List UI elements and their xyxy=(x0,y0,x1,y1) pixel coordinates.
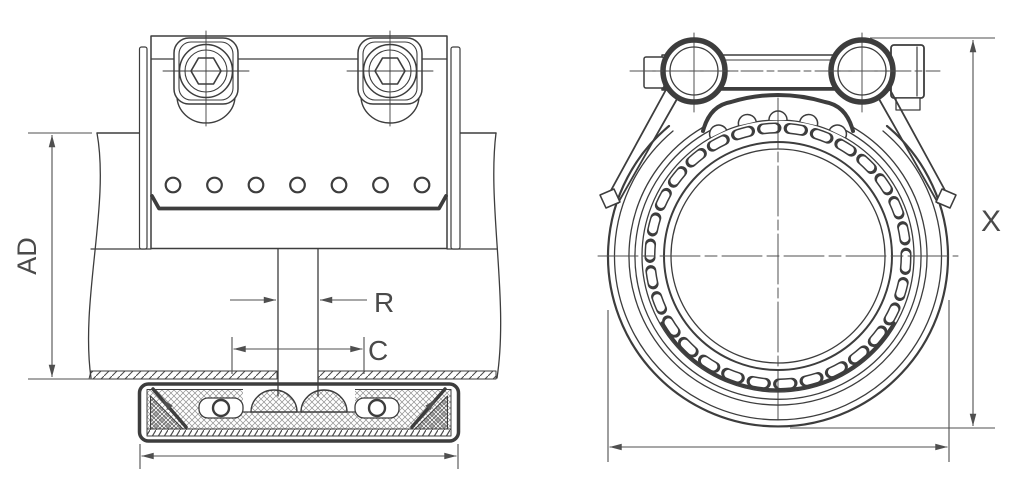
tension-straps xyxy=(599,85,957,209)
label-x: X xyxy=(981,205,1001,238)
dimension-ad xyxy=(28,132,92,380)
band-edge-right xyxy=(450,46,461,250)
lip-direction-arrow-right xyxy=(423,398,437,413)
side-section-view xyxy=(87,30,502,443)
label-r: R xyxy=(374,287,394,318)
anchor-ring-left xyxy=(211,398,231,418)
dimension-overall-width-left xyxy=(139,444,459,469)
dimension-x xyxy=(790,37,995,429)
saddle-plate xyxy=(701,92,855,133)
bolt-section-left xyxy=(649,32,739,113)
rubber-hump-left xyxy=(250,389,298,413)
end-view xyxy=(597,32,959,428)
dimensions-left-view xyxy=(28,132,459,469)
bolt-left xyxy=(162,30,250,127)
gasket-casing-section xyxy=(137,382,461,443)
outer-band xyxy=(606,124,950,428)
housing-holes xyxy=(164,176,431,194)
rubber-hump-right xyxy=(300,389,348,413)
anchor-ring-right xyxy=(367,398,387,418)
band-edge-left xyxy=(138,46,148,250)
pipe-end-gap xyxy=(277,248,319,397)
casing-band-hatch xyxy=(146,428,452,437)
gasket-bumps xyxy=(708,110,848,139)
bolt-right xyxy=(346,30,434,127)
dimension-overall-width-right xyxy=(607,300,950,462)
pipe-wall-section-right xyxy=(317,370,497,380)
housing-bottom-edge xyxy=(150,194,448,211)
label-c: C xyxy=(368,335,388,366)
strap-tab-left xyxy=(599,188,621,209)
centerlines xyxy=(597,70,959,421)
dimensions-right-view xyxy=(607,37,995,462)
label-ad: AD xyxy=(12,237,42,275)
pipe-wall-section-left xyxy=(88,370,278,380)
dimension-c xyxy=(231,337,365,374)
lip-direction-arrow-left xyxy=(161,398,175,413)
strap-tab-right xyxy=(935,188,957,209)
